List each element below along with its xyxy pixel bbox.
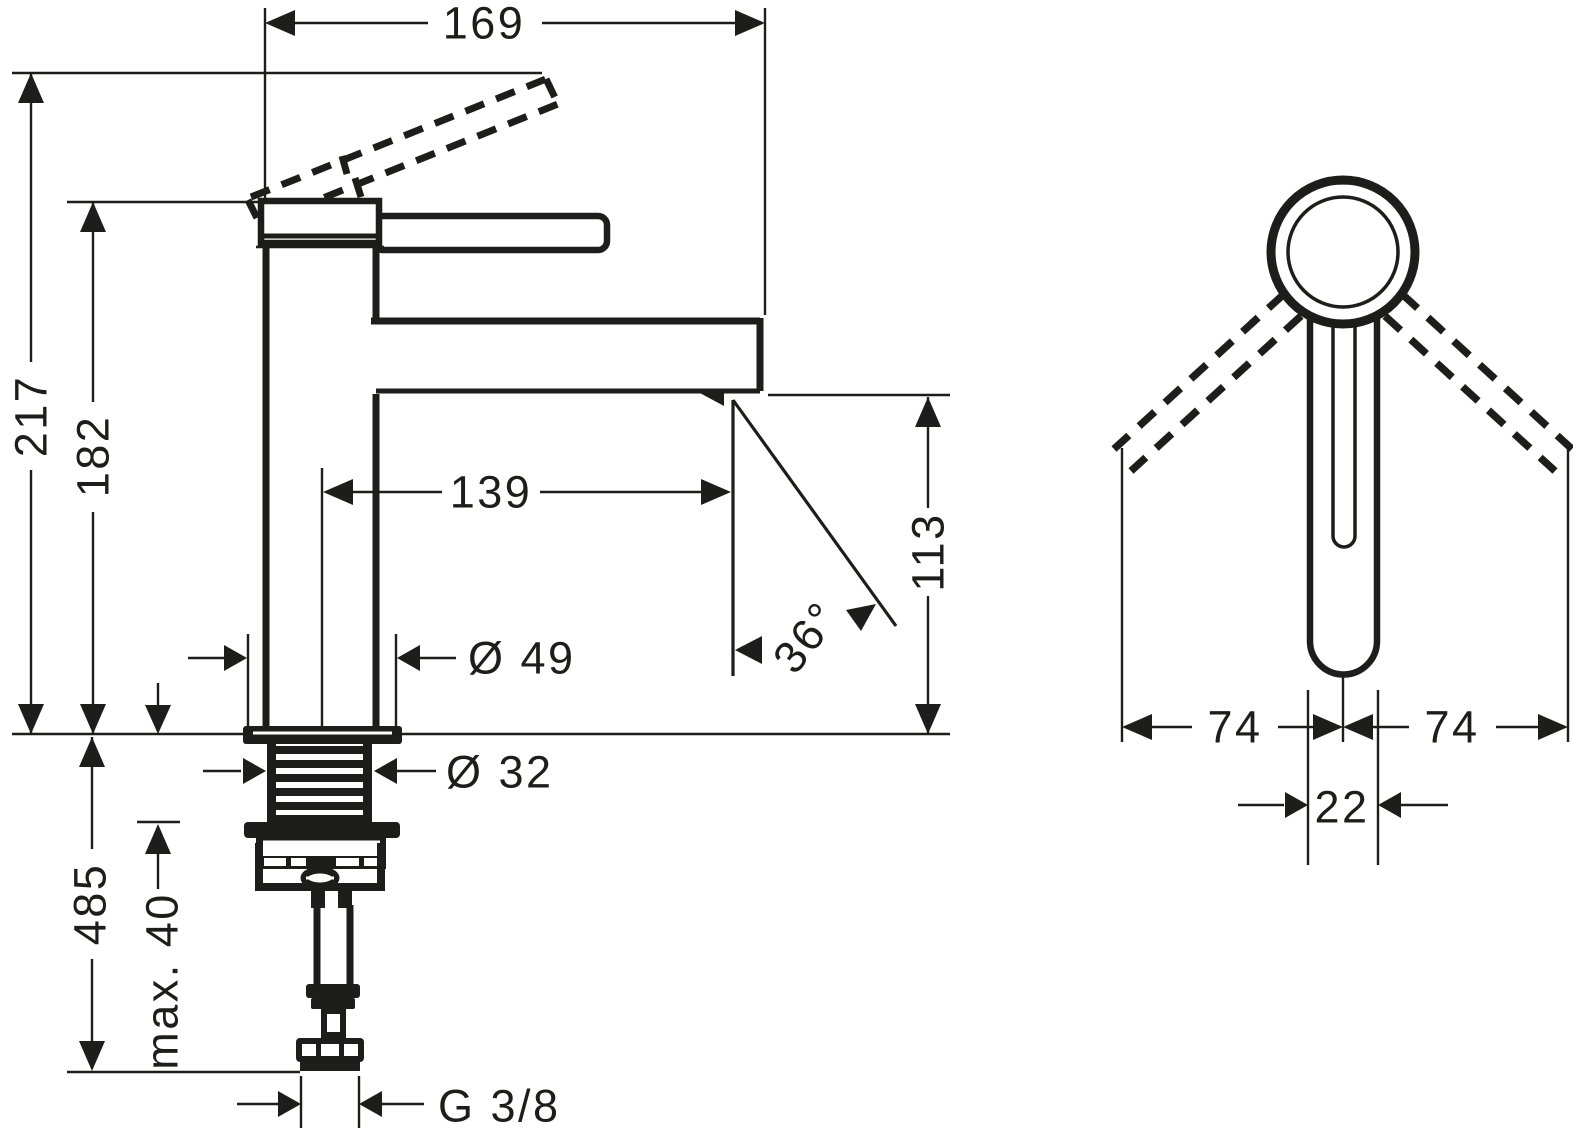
dim-485-label: 485 bbox=[65, 863, 116, 946]
dim-thread-size: G 3/8 bbox=[237, 1076, 561, 1132]
dim-dia49-label: Ø 49 bbox=[468, 633, 576, 684]
dim-113-label: 113 bbox=[903, 512, 954, 591]
dim-spout-height: 113 bbox=[768, 393, 954, 734]
below-deck-assembly bbox=[12, 726, 950, 1071]
swung-lever-dashed-right bbox=[1382, 291, 1573, 474]
dim-total-height: 217 bbox=[6, 71, 542, 734]
dim-g38-label: G 3/8 bbox=[438, 1081, 561, 1132]
dim-22-label: 22 bbox=[1314, 782, 1369, 833]
dim-max-mounting-depth: max. 40 bbox=[137, 683, 188, 1070]
dim-hose-length: 485 bbox=[65, 737, 300, 1074]
faucet-body-column bbox=[262, 244, 380, 729]
dim-swing-left: 74 bbox=[1122, 702, 1343, 753]
dim-217-label: 217 bbox=[6, 375, 57, 458]
handle-ring-outer bbox=[1266, 175, 1420, 329]
threaded-shank bbox=[267, 744, 372, 822]
dim-spray-angle: 36° bbox=[731, 399, 898, 683]
lever-slot bbox=[1331, 312, 1357, 549]
base-flange bbox=[243, 726, 402, 744]
dim-swing-right: 74 bbox=[1343, 702, 1568, 753]
dim-139-label: 139 bbox=[450, 467, 533, 518]
dim-total-reach: 169 bbox=[263, 0, 767, 315]
dim-74-right-label: 74 bbox=[1424, 702, 1479, 753]
dim-max40-label: max. 40 bbox=[137, 892, 188, 1070]
dim-lever-width: 22 bbox=[1238, 782, 1448, 833]
handle-cap bbox=[256, 197, 384, 249]
dim-body-height: 182 bbox=[67, 200, 262, 734]
front-view-dimensions: 169 217 182 139 bbox=[6, 0, 954, 1132]
pop-up-rod-bracket bbox=[255, 843, 386, 891]
handle-ring-inner bbox=[1286, 195, 1400, 309]
dim-169-label: 169 bbox=[443, 0, 526, 49]
dim-body-diameter: Ø 49 bbox=[188, 633, 576, 726]
aerator-outlet bbox=[698, 392, 724, 406]
dim-dia32-label: Ø 32 bbox=[446, 747, 554, 798]
supply-hose bbox=[296, 891, 364, 1071]
swung-lever-dashed-left bbox=[1111, 291, 1304, 474]
lever-handle bbox=[370, 212, 611, 254]
side-view-handle bbox=[1111, 175, 1573, 678]
dim-74-left-label: 74 bbox=[1207, 702, 1262, 753]
dim-spout-reach: 139 bbox=[320, 467, 731, 726]
side-view-dimensions: 74 74 22 bbox=[1120, 448, 1570, 865]
hose-connector-nut bbox=[296, 1038, 364, 1071]
dim-shank-diameter: Ø 32 bbox=[203, 747, 554, 798]
front-view-faucet-body bbox=[244, 75, 764, 729]
dim-182-label: 182 bbox=[68, 415, 119, 498]
spout bbox=[371, 317, 764, 406]
dim-36deg-label: 36° bbox=[763, 592, 850, 683]
